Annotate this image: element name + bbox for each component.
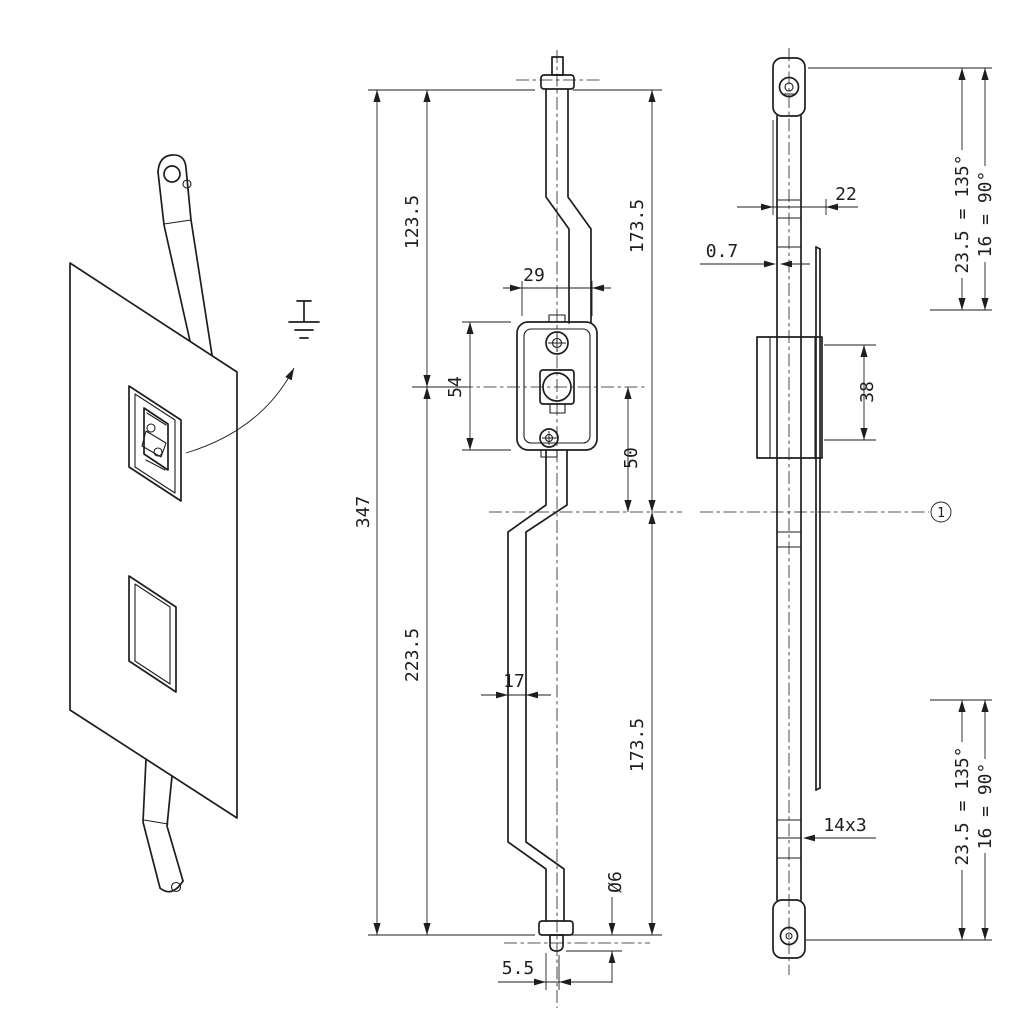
lock-body xyxy=(516,314,598,458)
top-bracket xyxy=(157,154,213,356)
bottom-screw xyxy=(539,428,559,448)
side-lock-body xyxy=(756,336,823,459)
dim-rod-width: 17 xyxy=(503,671,525,692)
dim-center-to-guide: 50 xyxy=(621,447,642,469)
side-view: 1 22 0.7 38 14x3 23.5 = 135° 16 = 90° xyxy=(700,48,996,975)
dim-pin-diameter: Ø6 xyxy=(605,871,626,893)
dim-body-height: 38 xyxy=(857,381,878,403)
dim-lock-height: 54 xyxy=(445,376,466,398)
lower-cutout xyxy=(128,575,177,693)
dim-bend-bottom-angle: 16 = 90° xyxy=(975,763,996,850)
front-rod-outline xyxy=(507,88,592,922)
dim-sheet-thickness: 0.7 xyxy=(706,241,739,262)
side-bottom-bracket xyxy=(772,899,806,959)
ground-arrow xyxy=(185,367,295,454)
bottom-pin xyxy=(538,920,574,952)
front-view: 347 123.5 223.5 54 29 173.5 50 173.5 17 xyxy=(353,50,682,1008)
bottom-bracket xyxy=(142,758,184,893)
datum-label: 1 xyxy=(937,506,945,521)
side-bar xyxy=(776,115,802,901)
datum-marker: 1 xyxy=(930,501,952,523)
lock-mechanism-detail xyxy=(141,407,169,471)
ground-icon xyxy=(288,300,320,339)
dim-bar-section: 14x3 xyxy=(823,815,866,836)
dim-bend-top-angle: 16 = 90° xyxy=(975,171,996,258)
isometric-view xyxy=(69,154,320,893)
panel-outline xyxy=(69,262,238,819)
dim-top-to-guide: 173.5 xyxy=(627,199,648,253)
dim-end-offset: 5.5 xyxy=(502,958,535,979)
dim-depth: 22 xyxy=(835,184,857,205)
dim-bend-bottom-length: 23.5 = 135° xyxy=(952,746,973,865)
side-top-bracket xyxy=(772,57,806,117)
dim-front-lower: 223.5 xyxy=(402,628,423,682)
top-screw xyxy=(545,331,569,355)
top-pin xyxy=(540,56,575,90)
dim-guide-to-bottom: 173.5 xyxy=(627,718,648,772)
dim-front-total: 347 xyxy=(353,496,374,529)
upper-cutout xyxy=(128,385,182,502)
dim-lock-width: 29 xyxy=(523,265,545,286)
dim-bend-top-length: 23.5 = 135° xyxy=(952,154,973,273)
dim-front-upper: 123.5 xyxy=(402,195,423,249)
